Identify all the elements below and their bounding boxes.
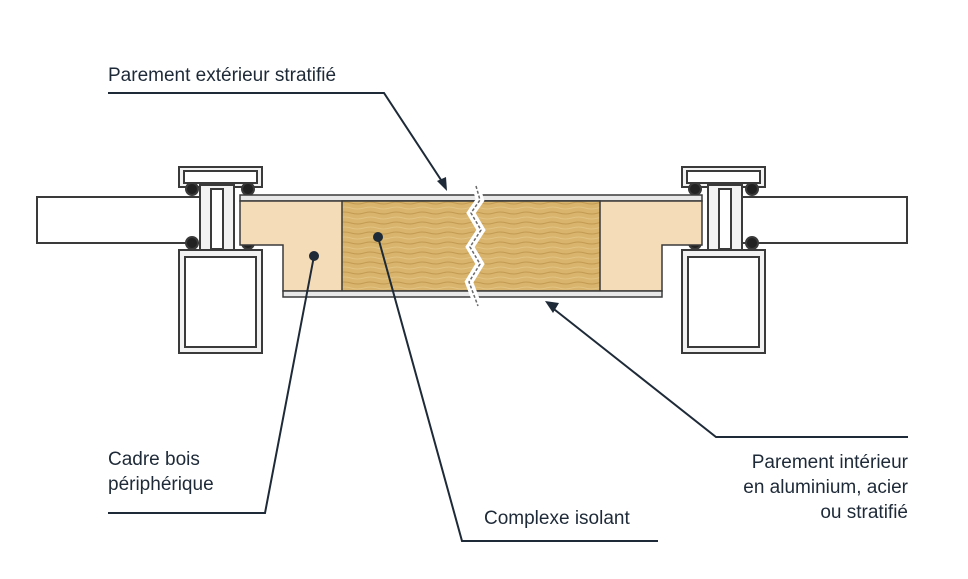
dot-complexe-isolant: [373, 232, 383, 242]
right-aluminium-profile: [681, 166, 766, 354]
leader-cadre-bois: [108, 255, 315, 514]
right-glazing-panel: [739, 196, 908, 244]
label-cadre-bois: Cadre bois périphérique: [108, 447, 214, 497]
left-aluminium-profile: [178, 166, 263, 354]
label-cadre-bois-line-2: périphérique: [108, 474, 214, 495]
leader-parement-exterieur: [108, 92, 446, 187]
label-complexe-isolant: Complexe isolant: [484, 508, 630, 529]
leader-parement-interieur: [549, 305, 908, 438]
break-line: [464, 184, 486, 308]
leader-complexe-isolant: [377, 236, 658, 542]
label-parement-exterieur: Parement extérieur stratifié: [108, 65, 337, 86]
exterior-facing: [239, 194, 703, 202]
label-parement-interieur-line-3: ou stratifié: [820, 502, 908, 523]
label-parement-interieur-line-2: en aluminium, acier: [743, 477, 908, 498]
leader-lines: [108, 92, 908, 542]
dot-cadre-bois: [309, 251, 319, 261]
arrowhead-parement-exterieur: [437, 177, 447, 191]
label-cadre-bois-line-1: Cadre bois: [108, 449, 200, 470]
label-parement-interieur: Parement intérieur en aluminium, acier o…: [660, 450, 908, 525]
left-glazing-panel: [36, 196, 210, 244]
label-parement-interieur-line-1: Parement intérieur: [751, 452, 908, 473]
arrowhead-parement-interieur: [545, 301, 559, 313]
